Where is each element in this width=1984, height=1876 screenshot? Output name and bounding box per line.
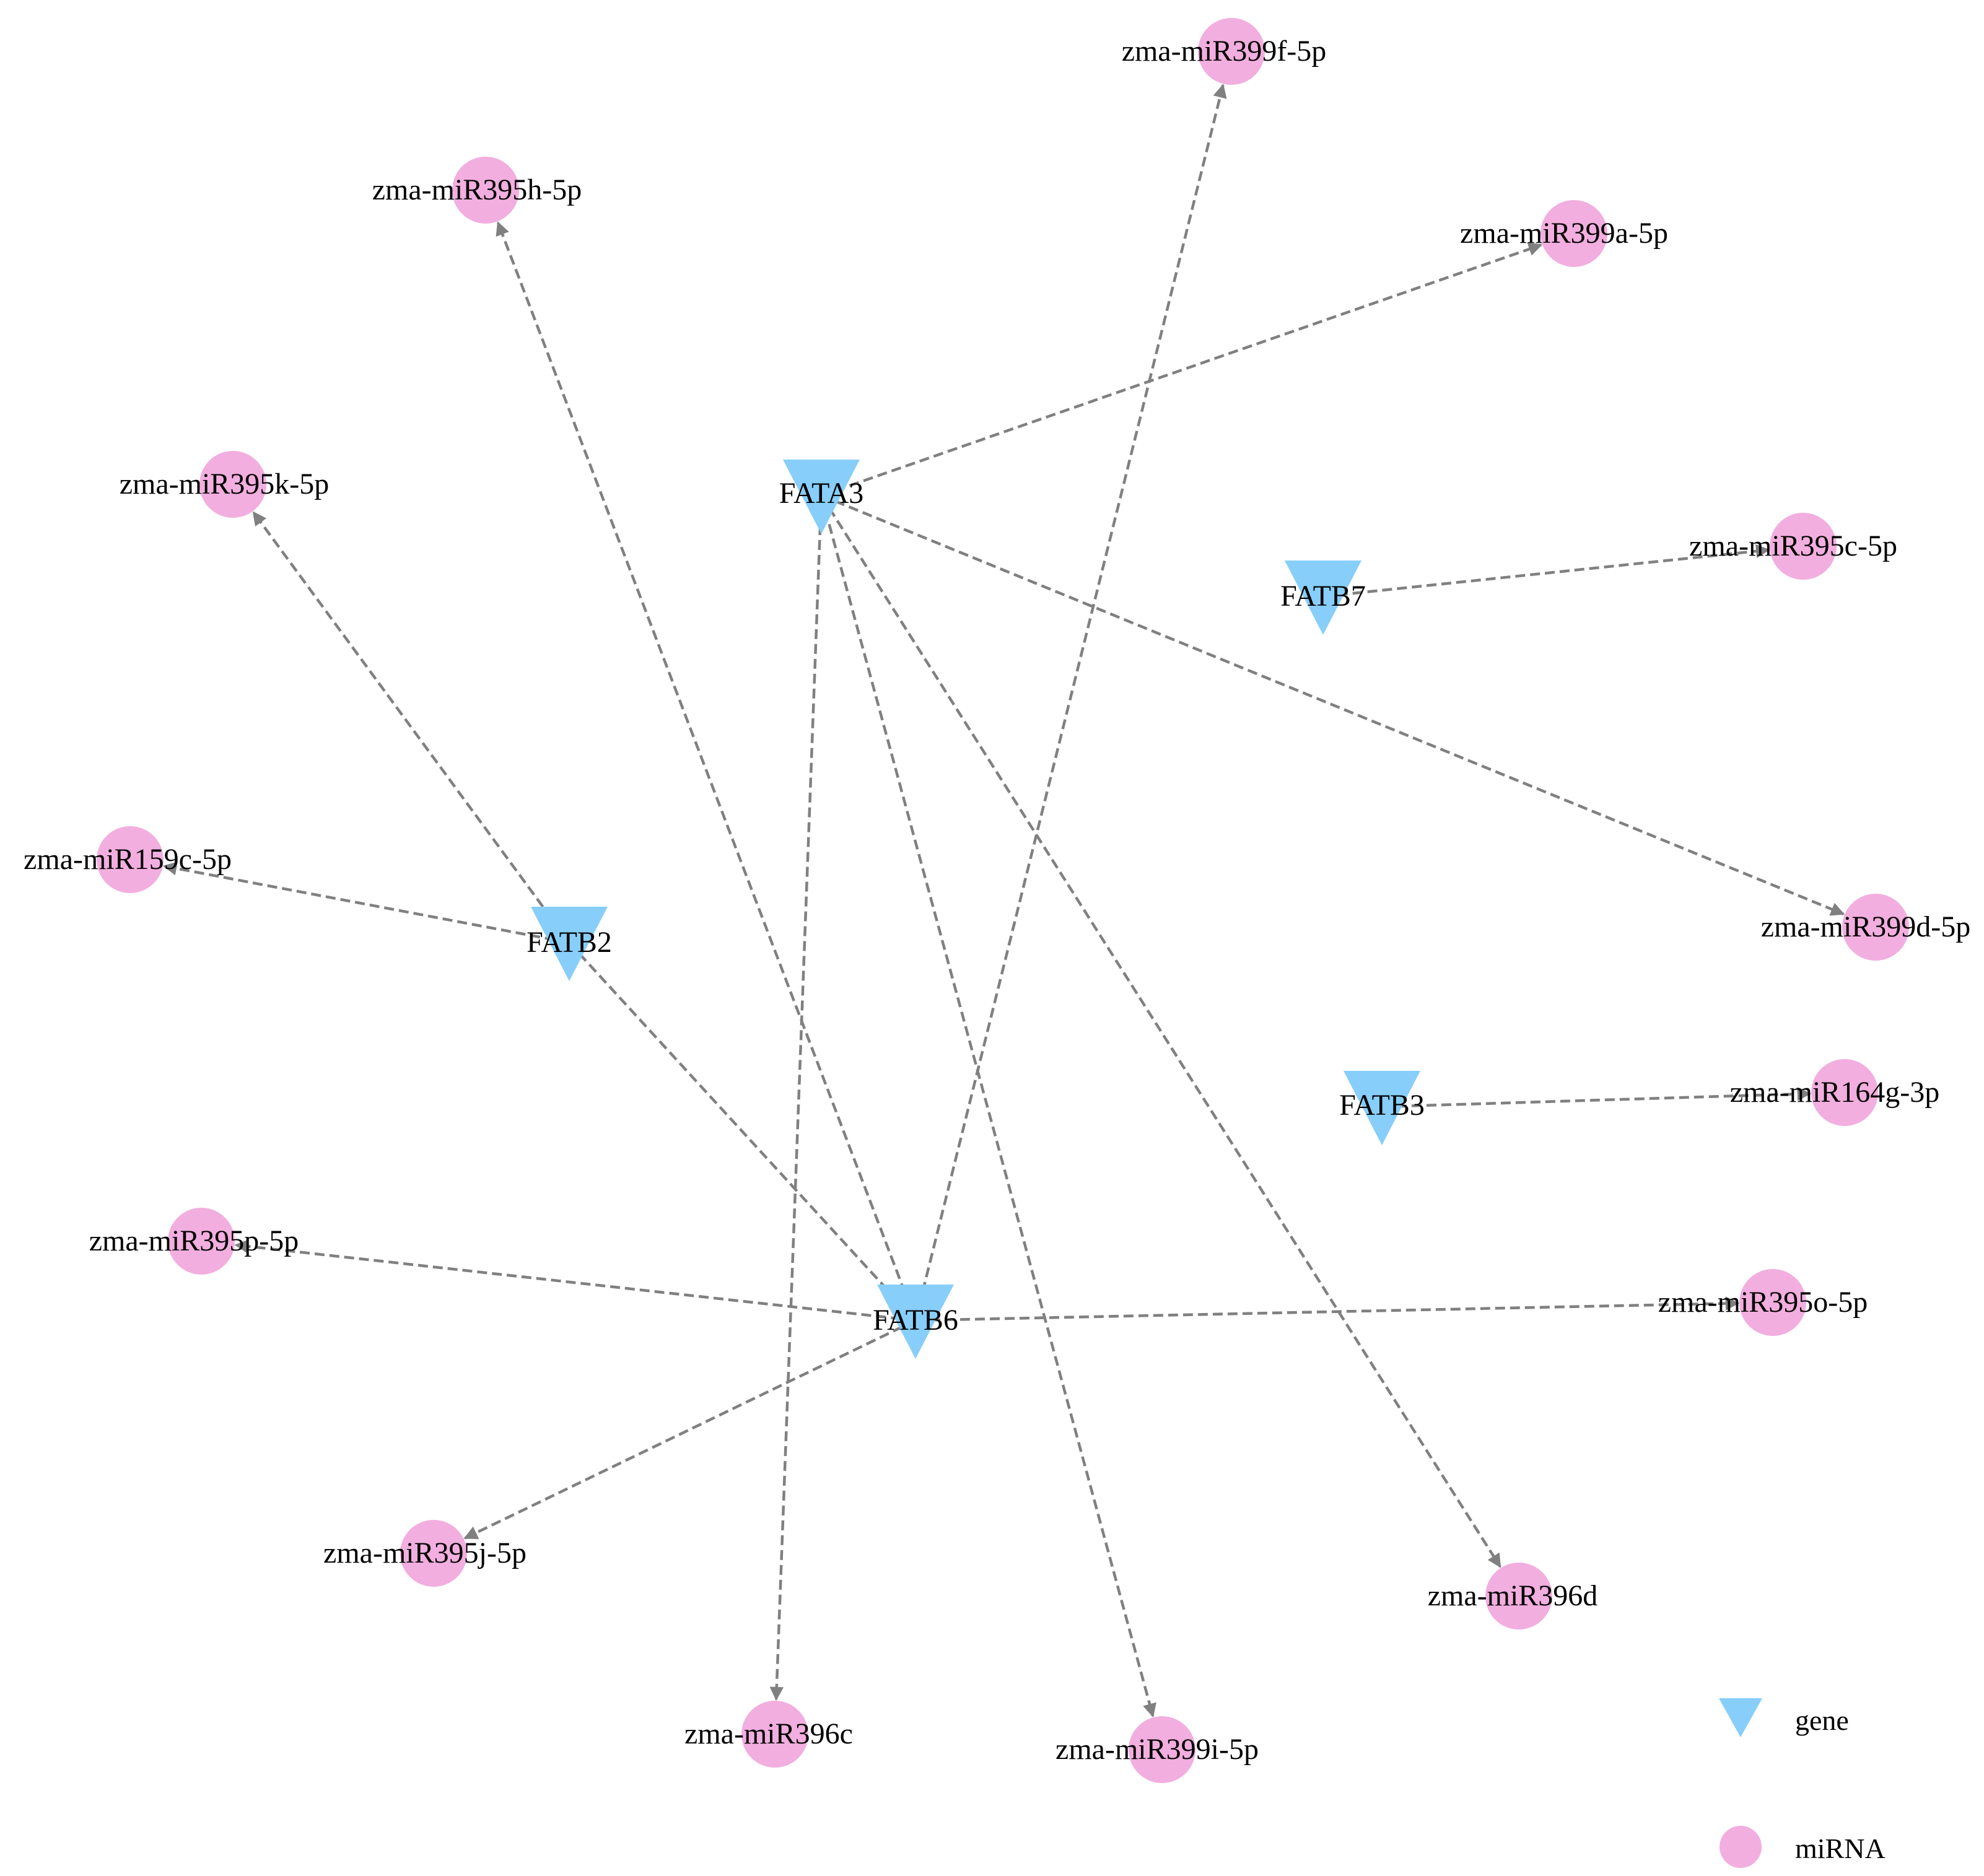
mirna-node: zma-miR395j-5p xyxy=(323,1520,527,1587)
mirna-circle xyxy=(741,1701,808,1768)
mirna-label: zma-miR395h-5p xyxy=(372,173,582,206)
mirna-node: zma-miR159c-5p xyxy=(24,826,232,893)
legend: gene miRNA xyxy=(1719,1698,1886,1868)
mirna-label: zma-miR159c-5p xyxy=(24,843,232,876)
mirna-label: zma-miR399a-5p xyxy=(1460,217,1668,250)
edge-fatb6-mir395p xyxy=(234,1239,916,1322)
mirna-node: zma-miR164g-3p xyxy=(1730,1059,1940,1126)
mirna-circle xyxy=(168,1208,235,1275)
mirna-label: zma-miR396d xyxy=(1428,1579,1598,1612)
mirna-label: zma-miR395c-5p xyxy=(1689,530,1897,562)
gene-label: FATB6 xyxy=(873,1304,958,1337)
mirna-circle xyxy=(400,1520,467,1587)
gene-label: FATB2 xyxy=(527,926,612,959)
mirna-node: zma-miR395p-5p xyxy=(89,1208,299,1275)
mirna-label: zma-miR395j-5p xyxy=(323,1537,527,1569)
mirna-label: zma-miR399f-5p xyxy=(1122,35,1327,68)
legend-gene-label: gene xyxy=(1795,1704,1849,1736)
mirna-label: zma-miR399i-5p xyxy=(1055,1733,1259,1766)
mirna-circle xyxy=(1198,18,1265,85)
gene-node: FATB7 xyxy=(1280,561,1366,635)
mirna-node: zma-miR399f-5p xyxy=(1122,18,1327,85)
mirna-node: zma-miR399a-5p xyxy=(1460,200,1668,267)
edge-layer xyxy=(162,84,1845,1718)
edge-fatb6-mir399f xyxy=(914,84,1227,1321)
mirna-label: zma-miR395k-5p xyxy=(120,468,330,500)
mirna-circle xyxy=(1485,1563,1552,1630)
legend-mirna-icon xyxy=(1720,1826,1762,1868)
edge-fata3-mir396d xyxy=(820,494,1501,1568)
edge-fatb6-mir395h xyxy=(496,221,917,1321)
mirna-node: zma-miR395o-5p xyxy=(1658,1269,1868,1336)
gene-label: FATB7 xyxy=(1280,580,1366,613)
edge-fata3-mir396c xyxy=(769,495,823,1701)
node-layer: zma-miR399f-5p zma-miR395h-5p zma-miR399a-… xyxy=(24,18,1970,1783)
mirna-circle xyxy=(199,451,266,518)
edge-fatb7-mir395c xyxy=(1322,544,1770,598)
mirna-circle xyxy=(1739,1269,1806,1336)
gene-triangle xyxy=(877,1285,954,1359)
legend-mirna-label: miRNA xyxy=(1795,1833,1886,1864)
mirna-circle xyxy=(1811,1059,1878,1126)
mirna-node: zma-miR395h-5p xyxy=(372,157,582,224)
gene-triangle xyxy=(531,907,608,981)
edge-fatb2-mir159c xyxy=(162,862,570,945)
gene-label: FATB3 xyxy=(1339,1089,1425,1122)
mirna-node: zma-miR399d-5p xyxy=(1761,894,1971,961)
mirna-circle xyxy=(452,157,519,224)
mirna-label: zma-miR396c xyxy=(684,1717,853,1750)
gene-node: FATB2 xyxy=(527,907,612,981)
edge-fata3-mir399d xyxy=(821,494,1845,916)
mirna-node: zma-miR395k-5p xyxy=(120,451,330,518)
gene-node: FATA3 xyxy=(779,460,864,534)
edge-fatb6-mir395o xyxy=(915,1296,1740,1322)
gene-label: FATA3 xyxy=(779,477,864,510)
mirna-node: zma-miR395c-5p xyxy=(1689,513,1897,580)
gene-node: FATB6 xyxy=(873,1285,958,1359)
mirna-label: zma-miR395p-5p xyxy=(89,1224,299,1257)
gene-triangle xyxy=(783,460,860,534)
gene-triangle xyxy=(1285,561,1361,635)
mirna-node: zma-miR399i-5p xyxy=(1055,1716,1259,1783)
mirna-circle xyxy=(1842,894,1909,961)
mirna-label: zma-miR395o-5p xyxy=(1658,1286,1868,1319)
mirna-label: zma-miR399d-5p xyxy=(1761,910,1971,943)
edge-fatb2-mir395k xyxy=(252,511,570,944)
gene-triangle xyxy=(1344,1071,1420,1145)
mirna-circle xyxy=(1540,200,1607,267)
gene-node: FATB3 xyxy=(1339,1071,1425,1145)
mirna-node: zma-miR396c xyxy=(684,1701,853,1768)
mirna-circle xyxy=(1129,1716,1195,1783)
edge-fatb3-mir164g xyxy=(1381,1087,1812,1109)
edge-fata3-mir399i xyxy=(819,495,1156,1718)
mirna-label: zma-miR164g-3p xyxy=(1730,1076,1940,1109)
edge-fatb2-fatb6 xyxy=(568,941,900,1304)
legend-gene-icon xyxy=(1719,1698,1762,1737)
mirna-circle xyxy=(97,826,164,893)
mirna-circle xyxy=(1770,513,1837,580)
edge-fata3-mir399a xyxy=(821,242,1543,497)
edge-fatb6-mir395j xyxy=(463,1319,916,1540)
mirna-node: zma-miR396d xyxy=(1428,1563,1598,1630)
